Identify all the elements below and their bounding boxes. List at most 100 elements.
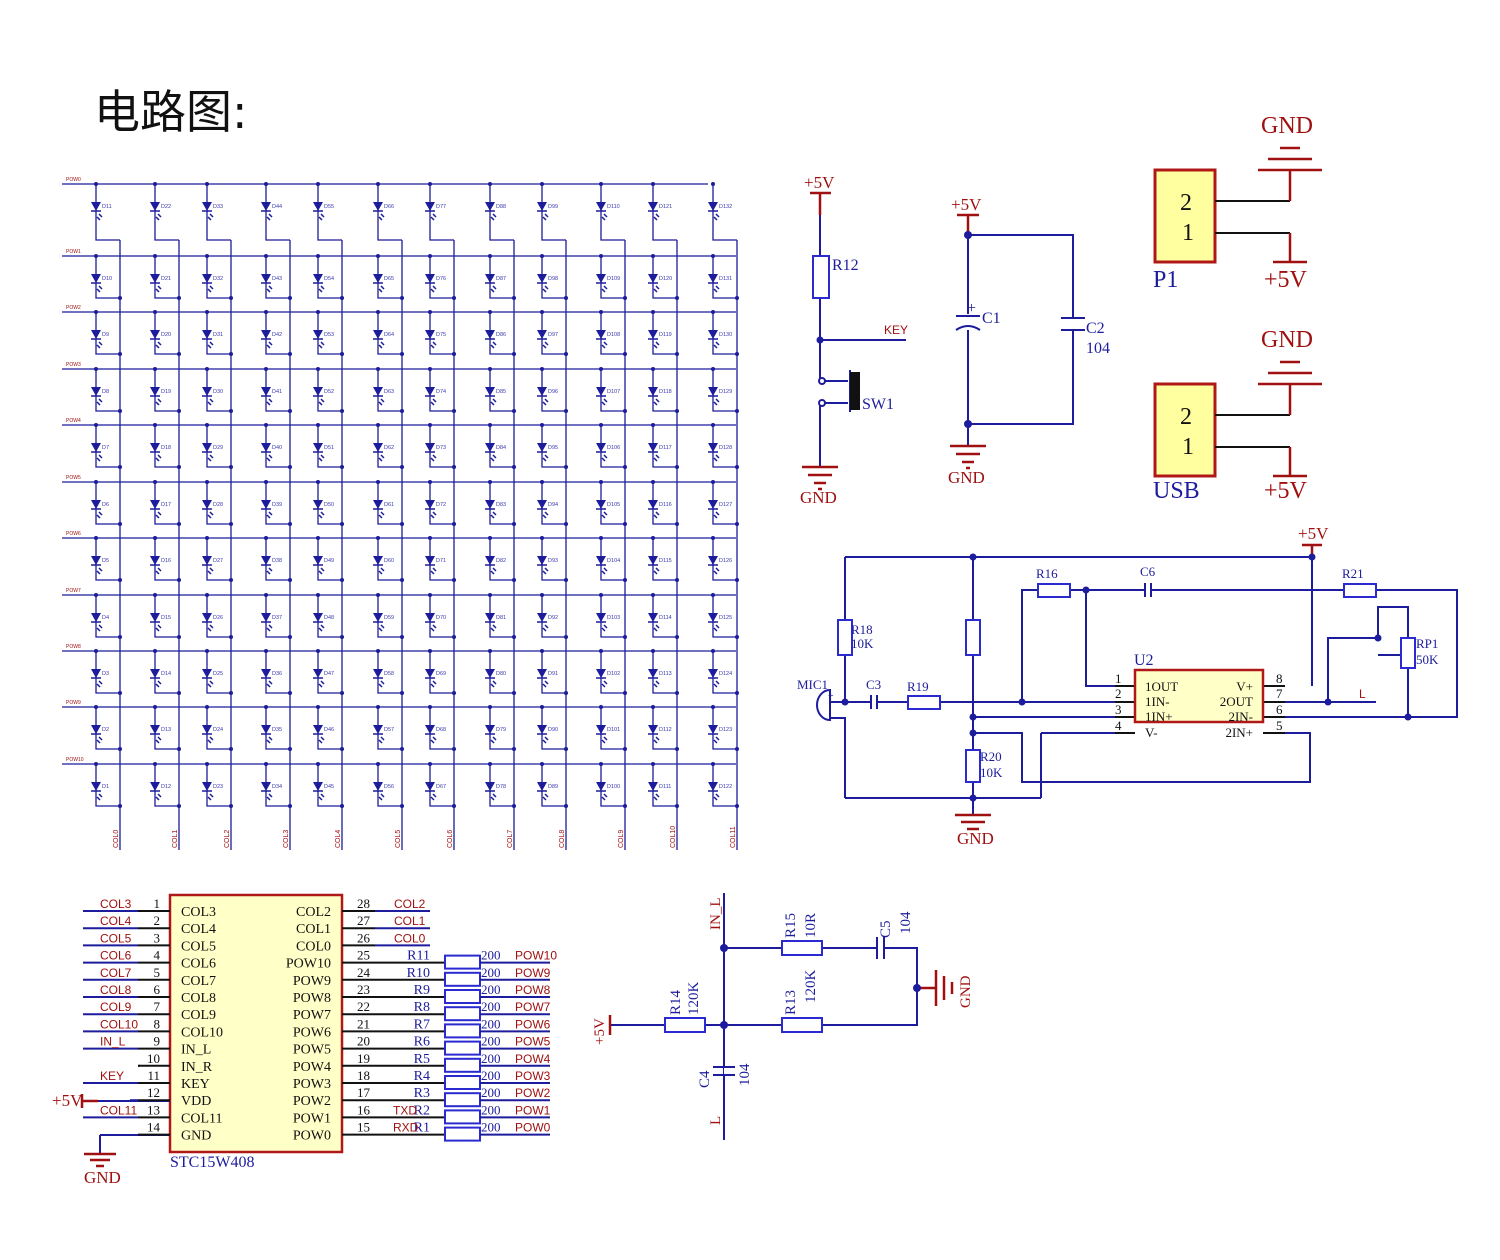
- led-emission-icon: [596, 282, 608, 293]
- junction: [376, 536, 380, 540]
- led-label: D53: [324, 332, 334, 338]
- led-icon: [202, 725, 212, 734]
- led-wire: [712, 425, 737, 468]
- junction: [651, 310, 655, 314]
- led-emission-icon: [150, 338, 162, 349]
- led-wire: [154, 595, 179, 638]
- junction: [118, 578, 122, 582]
- junction: [540, 593, 544, 597]
- capacitor-c2: [1061, 317, 1085, 331]
- led-label: D112: [659, 727, 672, 733]
- junction: [488, 480, 492, 484]
- led-wire: [429, 369, 454, 412]
- led-emission-icon: [596, 508, 608, 519]
- led-emission-icon: [373, 564, 385, 575]
- junction: [564, 465, 568, 469]
- led: D120: [648, 254, 679, 300]
- led-icon: [708, 613, 718, 622]
- net-label: TXD: [393, 1103, 417, 1117]
- led-emission-icon: [91, 210, 103, 221]
- junction: [599, 480, 603, 484]
- led-wire: [95, 482, 120, 525]
- label: R16: [1036, 566, 1058, 581]
- led: D112: [648, 705, 679, 751]
- led-emission-icon: [150, 210, 162, 221]
- led-label: D89: [548, 784, 558, 790]
- junction: [488, 593, 492, 597]
- led: D106: [596, 423, 627, 469]
- led: D24: [202, 705, 233, 751]
- led-emission-icon: [648, 451, 660, 462]
- junction: [264, 367, 268, 371]
- led: D7: [91, 423, 122, 469]
- led-label: D1: [102, 784, 109, 790]
- junction: [94, 310, 98, 314]
- junction: [540, 536, 544, 540]
- junction: [623, 747, 627, 751]
- junction: [675, 465, 679, 469]
- pin-number: 2: [1180, 190, 1192, 216]
- led-wire: [600, 538, 625, 581]
- label: R13: [783, 990, 799, 1015]
- led-label: D45: [324, 784, 334, 790]
- led-icon: [202, 274, 212, 283]
- junction: [711, 705, 715, 709]
- junction: [153, 182, 157, 186]
- net-label: COL5: [100, 931, 132, 945]
- led-wire: [541, 256, 566, 299]
- led-emission-icon: [373, 677, 385, 688]
- junction: [711, 254, 715, 258]
- led-emission-icon: [373, 790, 385, 801]
- junction: [428, 649, 432, 653]
- led-label: D61: [384, 502, 394, 508]
- decoupling-capacitors: +5V + C1 C2 104 GND: [948, 195, 1110, 487]
- led-wire: [206, 538, 231, 581]
- pin-name: POW10: [286, 957, 331, 972]
- led-wire: [154, 482, 179, 525]
- pin-name: GND: [181, 1129, 211, 1144]
- polarity-mark: +: [828, 691, 834, 702]
- led-label: D92: [548, 615, 558, 621]
- junction: [711, 310, 715, 314]
- led-wire: [265, 369, 290, 412]
- junction: [229, 352, 233, 356]
- led-icon: [485, 725, 495, 734]
- junction: [340, 578, 344, 582]
- junction: [153, 367, 157, 371]
- resistor-value: 200: [481, 1051, 501, 1066]
- pin-name: POW0: [293, 1129, 331, 1144]
- junction: [452, 352, 456, 356]
- junction: [428, 182, 432, 186]
- led-emission-icon: [708, 564, 720, 575]
- junction: [675, 804, 679, 808]
- led-emission-icon: [596, 677, 608, 688]
- column-label: COL4: [335, 830, 342, 848]
- led-emission-icon: [150, 395, 162, 406]
- ground-icon: [84, 1152, 116, 1168]
- led-wire: [154, 256, 179, 299]
- led-icon: [596, 613, 606, 622]
- led-wire: [95, 184, 120, 241]
- led-icon: [91, 669, 101, 678]
- led-label: D9: [102, 332, 109, 338]
- junction: [264, 649, 268, 653]
- led-wire: [429, 312, 454, 355]
- led-wire: [652, 651, 677, 694]
- led: D59: [373, 593, 404, 639]
- junction: [376, 182, 380, 186]
- junction: [376, 649, 380, 653]
- junction: [264, 423, 268, 427]
- net-label: POW3: [515, 1069, 551, 1083]
- junction: [452, 465, 456, 469]
- resistor-r8: [444, 1006, 481, 1022]
- junction: [599, 762, 603, 766]
- led-icon: [485, 443, 495, 452]
- led-emission-icon: [708, 508, 720, 519]
- led-wire: [600, 595, 625, 638]
- led-label: D116: [659, 502, 672, 508]
- switch-label: SW1: [862, 396, 894, 413]
- pin-name: POW5: [293, 1043, 331, 1058]
- led-icon: [596, 274, 606, 283]
- supply-label: +5V: [1298, 524, 1329, 543]
- led-wire: [265, 651, 290, 694]
